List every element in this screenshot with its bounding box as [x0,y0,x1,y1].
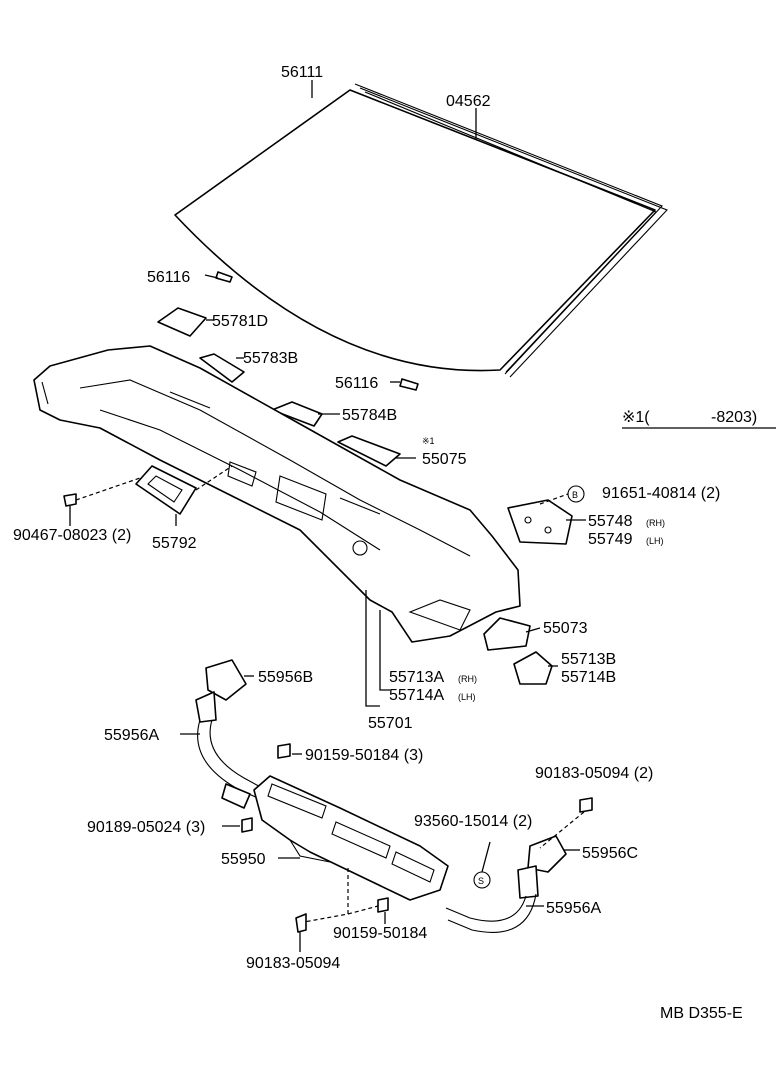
label-55701: 55701 [368,715,413,732]
label-91651: 91651-40814 (2) [602,485,720,502]
label-04562: 04562 [446,93,491,110]
seal-55792 [135,465,197,515]
label-55749-sfx: (LH) [646,536,664,546]
clip-90467 [63,493,77,507]
label-55073: 55073 [543,620,588,637]
pad-55783b [199,353,245,383]
label-55784b: 55784B [342,407,397,424]
duct-55956c [527,835,567,873]
label-55714a: 55714A [389,687,444,704]
label-55075: 55075 [422,451,467,468]
symbol-s: S [478,876,484,886]
note-main: ※1( [622,409,650,426]
label-56116-b: 56116 [335,375,378,392]
note-code: -8203) [711,409,757,426]
label-55950: 55950 [221,851,266,868]
label-90183-a: 90183-05094 (2) [535,765,653,782]
label-55781d: 55781D [212,313,268,330]
label-55714b: 55714B [561,669,616,686]
plate-55713b [513,651,553,685]
bracket-55748 [507,499,573,545]
duct-neck [195,691,217,723]
bolt-90159-a [277,743,291,759]
label-90159-a: 90159-50184 (3) [305,747,423,764]
clip-90189 [241,817,253,833]
label-55748-sfx: (RH) [646,518,665,528]
label-56111: 56111 [281,64,323,81]
label-55748: 55748 [588,513,633,530]
clip-90183-b [295,913,307,933]
label-90467: 90467-08023 (2) [13,527,131,544]
figure-code: MB D355-E [660,1005,743,1022]
label-55783b: 55783B [243,350,298,367]
symbol-b: B [572,490,578,500]
label-55713b: 55713B [561,651,616,668]
label-55956c: 55956C [582,845,638,862]
pad-55075 [337,435,401,467]
label-55792: 55792 [152,535,197,552]
label-55713a-sfx: (RH) [458,674,477,684]
label-55956b: 55956B [258,669,313,686]
label-55713a: 55713A [389,669,444,686]
label-55956a-lower: 55956A [546,900,601,917]
hose-55956a-lower [445,895,527,922]
label-56116-a: 56116 [147,269,190,286]
windshield-glass [174,89,656,372]
label-90183-b: 90183-05094 [246,955,340,972]
label-93560: 93560-15014 (2) [414,813,532,830]
windshield-moulding [354,83,668,378]
cowl-panel [33,345,521,643]
duct-55956b [205,659,247,701]
clip-56116-b [399,378,419,391]
label-90189: 90189-05024 (3) [87,819,205,836]
label-55749: 55749 [588,531,633,548]
label-55075-mark: ※1 [422,436,435,446]
pad-55781d [157,307,207,337]
bracket-55073 [483,617,531,651]
symbol-b-circle [567,485,585,503]
bolt-90159-b [377,897,389,913]
label-55714a-sfx: (LH) [458,692,476,702]
clip-90183-a [579,797,593,813]
label-90159-b: 90159-50184 [333,925,427,942]
panel-55950 [253,775,449,901]
label-55956a-upper: 55956A [104,727,159,744]
clip-56116-a [215,271,233,283]
